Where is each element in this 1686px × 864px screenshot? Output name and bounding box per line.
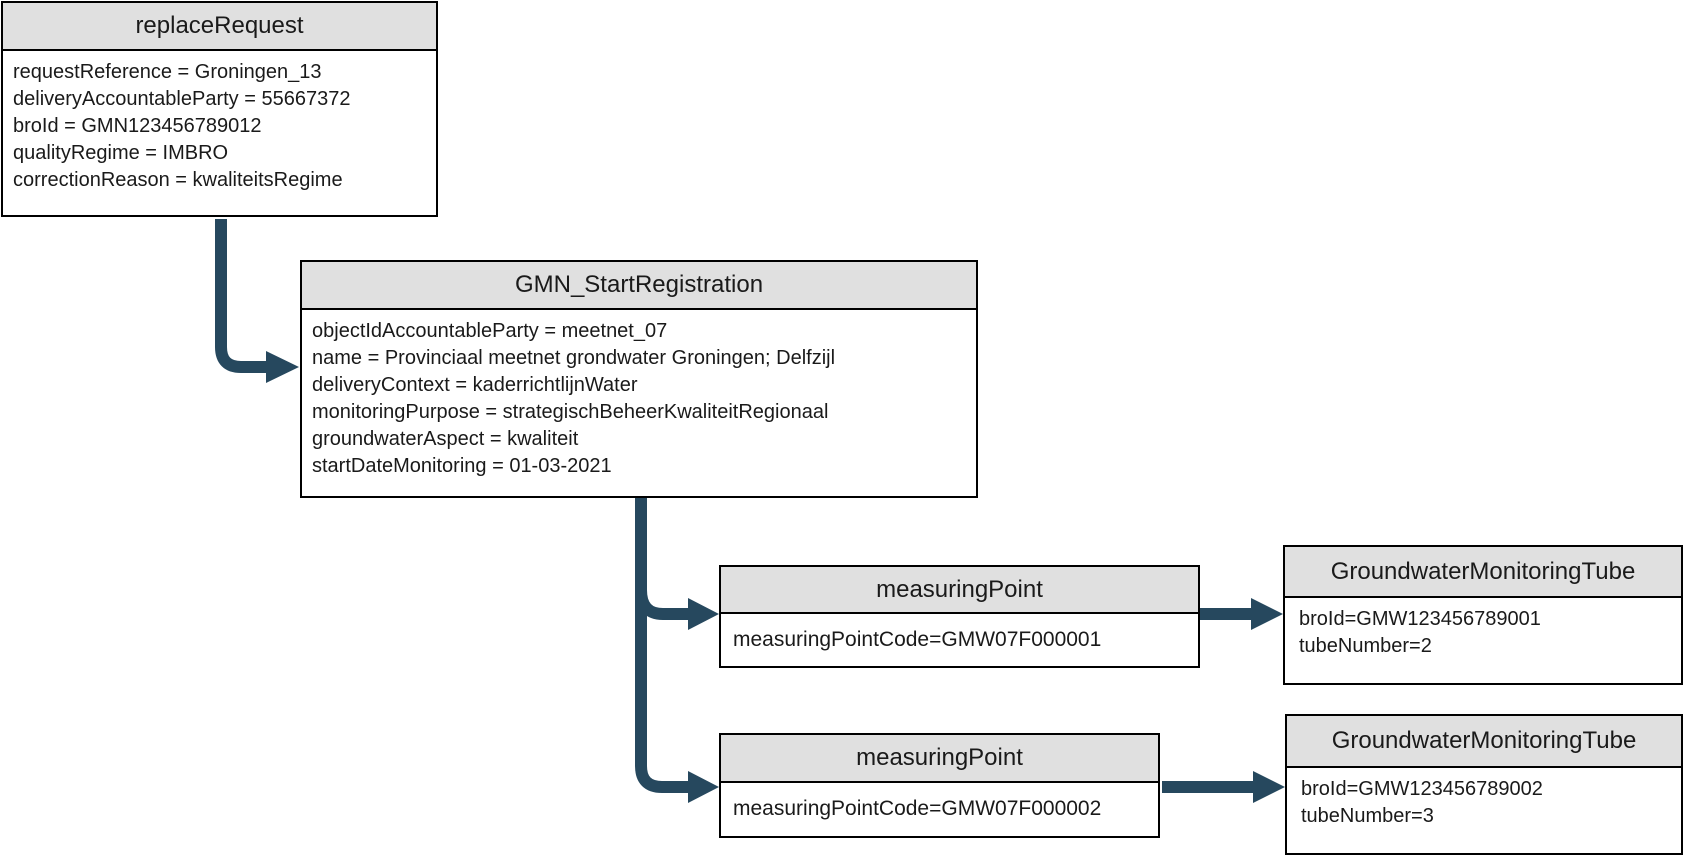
attribute-line: deliveryAccountableParty = 55667372	[13, 88, 351, 110]
arrowhead-icon	[688, 771, 719, 803]
node-title-bar: GroundwaterMonitoringTube	[1287, 716, 1681, 768]
attribute-line: broId=GMW123456789002	[1301, 778, 1543, 800]
attribute-line: qualityRegime = IMBRO	[13, 142, 229, 164]
arrowhead-icon	[1251, 598, 1283, 630]
node-title-bar: replaceRequest	[3, 3, 436, 51]
attribute-line: deliveryContext = kaderrichtlijnWater	[312, 374, 638, 396]
arrowhead-icon	[1253, 771, 1285, 803]
node-title: GroundwaterMonitoringTube	[1330, 557, 1636, 585]
node-body: broId=GMW123456789002 tubeNumber=3	[1287, 768, 1681, 838]
node-title: GroundwaterMonitoringTube	[1331, 727, 1637, 754]
node-body: objectIdAccountableParty = meetnet_07 na…	[302, 310, 976, 488]
arrowhead-icon	[688, 598, 719, 630]
attribute-line: groundwaterAspect = kwaliteit	[312, 428, 579, 450]
attribute-line: objectIdAccountableParty = meetnet_07	[312, 320, 668, 342]
node-body: broId=GMW123456789001 tubeNumber=2	[1285, 598, 1681, 668]
node-groundwater-monitoring-tube-2: GroundwaterMonitoringTube broId=GMW12345…	[1285, 714, 1683, 855]
attribute-line: broId=GMW123456789001	[1299, 608, 1541, 630]
node-body: measuringPointCode=GMW07F000001	[721, 614, 1198, 664]
attribute-line: tubeNumber=3	[1301, 805, 1434, 827]
node-title: measuringPoint	[876, 575, 1043, 603]
node-title-bar: GroundwaterMonitoringTube	[1285, 547, 1681, 598]
attribute-line: name = Provinciaal meetnet grondwater Gr…	[312, 347, 836, 369]
node-measuring-point-2: measuringPoint measuringPointCode=GMW07F…	[719, 733, 1160, 838]
attribute-line: broId = GMN123456789012	[13, 115, 262, 137]
node-replace-request: replaceRequest requestReference = Gronin…	[1, 1, 438, 217]
attribute-line: tubeNumber=2	[1299, 635, 1432, 657]
attribute-line: monitoringPurpose = strategischBeheerKwa…	[312, 401, 829, 423]
node-measuring-point-1: measuringPoint measuringPointCode=GMW07F…	[719, 565, 1200, 668]
connector-replacerequest-to-gmn	[215, 219, 266, 373]
node-title-bar: GMN_StartRegistration	[302, 262, 976, 310]
attribute-line: requestReference = Groningen_13	[13, 61, 322, 83]
node-title: measuringPoint	[856, 744, 1023, 771]
node-title: GMN_StartRegistration	[514, 271, 764, 298]
attribute-line: measuringPointCode=GMW07F000002	[733, 797, 1102, 820]
node-title: replaceRequest	[135, 12, 304, 39]
arrowhead-icon	[266, 351, 299, 383]
node-groundwater-monitoring-tube-1: GroundwaterMonitoringTube broId=GMW12345…	[1283, 545, 1683, 685]
node-body: requestReference = Groningen_13 delivery…	[3, 51, 436, 202]
node-gmn-start-registration: GMN_StartRegistration objectIdAccountabl…	[300, 260, 978, 498]
attribute-line: correctionReason = kwaliteitsRegime	[13, 169, 343, 191]
node-title-bar: measuringPoint	[721, 567, 1198, 614]
attribute-line: startDateMonitoring = 01-03-2021	[312, 455, 612, 477]
node-body: measuringPointCode=GMW07F000002	[721, 783, 1158, 834]
connector-gmn-trunk-to-measuringpoint2	[635, 498, 688, 793]
connector-gmn-branch-to-measuringpoint1	[635, 589, 688, 620]
attribute-line: measuringPointCode=GMW07F000001	[733, 627, 1102, 651]
node-title-bar: measuringPoint	[721, 735, 1158, 783]
